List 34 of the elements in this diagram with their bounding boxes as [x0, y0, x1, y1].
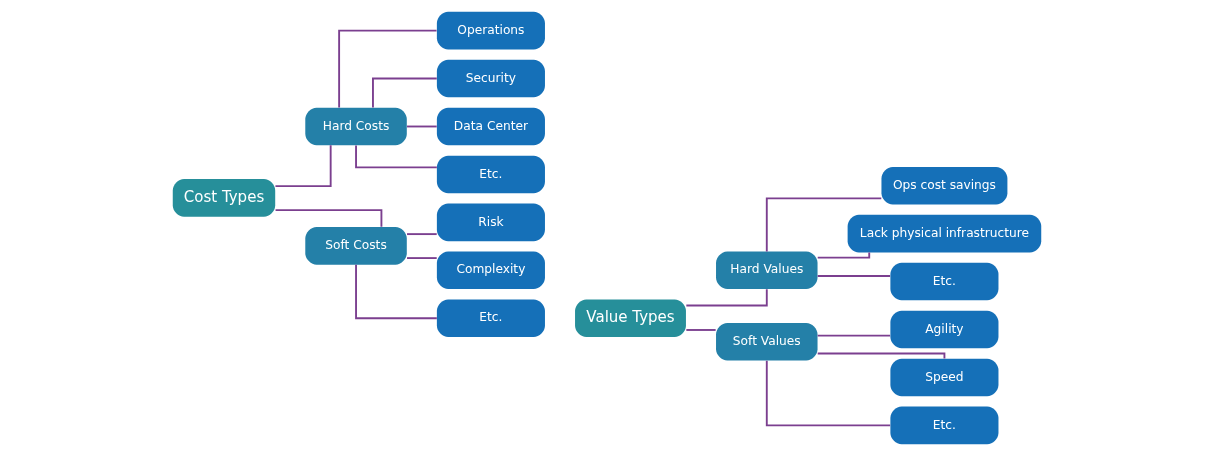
- connector: [816, 251, 871, 259]
- connector: [406, 233, 438, 236]
- connector: [816, 275, 892, 277]
- node-box: Cost Types: [172, 179, 276, 217]
- connector: [406, 125, 438, 128]
- node-box: Operations: [436, 11, 545, 50]
- connector: [274, 209, 383, 228]
- node-box: Agility: [890, 310, 999, 349]
- connector: [406, 257, 438, 259]
- connector: [355, 263, 438, 320]
- node-box: Etc.: [890, 262, 999, 301]
- node-box: Speed: [890, 358, 999, 397]
- node-box: Value Types: [575, 299, 686, 338]
- connector: [816, 334, 892, 337]
- connector: [685, 329, 717, 331]
- node-box: Etc.: [436, 299, 545, 338]
- node-box: Ops cost savings: [881, 166, 1008, 205]
- node-box: Hard Values: [716, 251, 818, 290]
- node-box: Data Center: [436, 107, 545, 146]
- node-box: Security: [436, 59, 545, 98]
- node-box: Complexity: [436, 251, 545, 290]
- connector: [372, 77, 438, 109]
- connector: [355, 144, 438, 169]
- node-box: Soft Values: [716, 322, 818, 361]
- node-box: Risk: [436, 203, 545, 242]
- node-box: Etc.: [436, 155, 545, 194]
- node-box: Etc.: [890, 406, 999, 445]
- connector: [765, 197, 883, 253]
- connector: [274, 144, 332, 188]
- node-box: Soft Costs: [305, 227, 407, 265]
- connector: [765, 359, 892, 427]
- node-box: Lack physical infrastructure: [847, 214, 1042, 253]
- node-box: Hard Costs: [305, 107, 407, 146]
- connector: [338, 29, 438, 109]
